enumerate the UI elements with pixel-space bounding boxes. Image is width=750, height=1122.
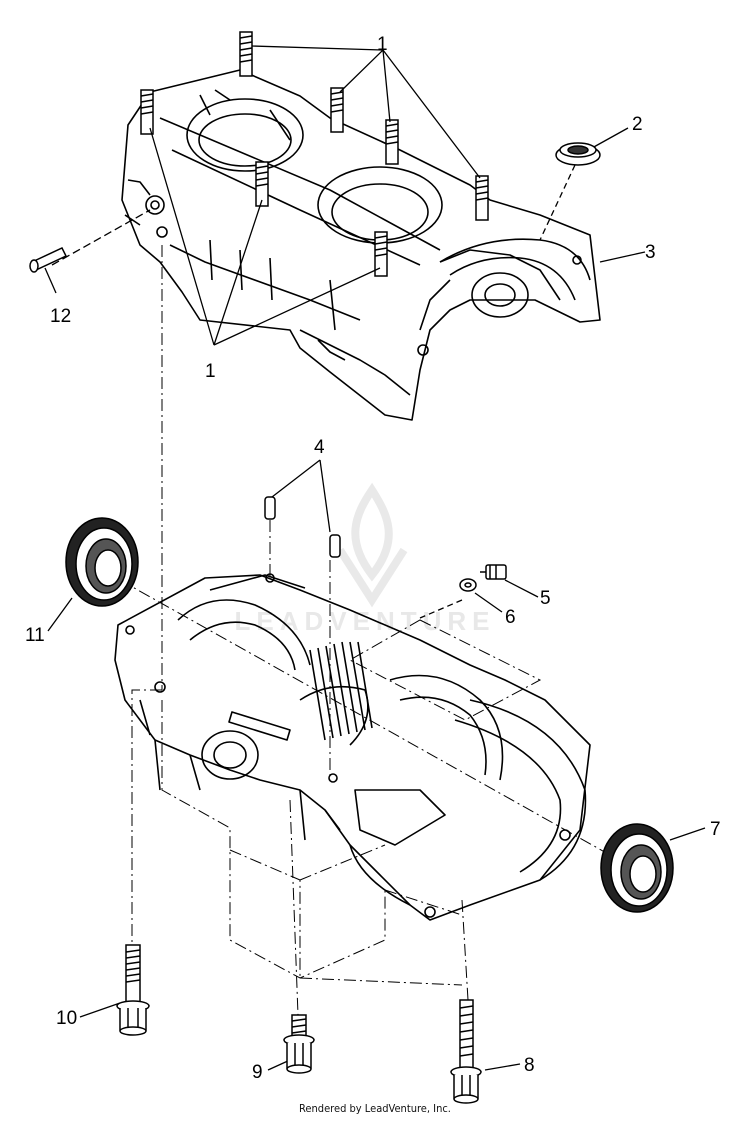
bolts	[116, 944, 482, 1104]
upper-crankcase	[121, 69, 601, 421]
callout-6: 6	[505, 607, 516, 628]
crank-seal-right	[600, 823, 674, 913]
callout-1-bottom: 1	[205, 361, 216, 382]
callout-7: 7	[710, 819, 721, 840]
callout-labels: 1 1 2 3 4 5 6 7 8 9 10 11 12	[25, 34, 721, 1083]
alignment-lines	[119, 245, 611, 1016]
grommet	[555, 142, 601, 166]
callout-1-top: 1	[377, 34, 388, 55]
callout-9: 9	[252, 1062, 263, 1083]
credit-footer: Rendered by LeadVenture, Inc.	[299, 1102, 451, 1115]
callout-8: 8	[524, 1055, 535, 1076]
callout-10: 10	[56, 1008, 77, 1029]
drain-plug	[459, 564, 507, 592]
crank-seal-left	[65, 517, 139, 607]
callout-4: 4	[314, 437, 325, 458]
lower-crankcase	[114, 573, 591, 921]
watermark: LEADVENTURE	[234, 482, 495, 636]
dowel-pins	[264, 496, 341, 558]
callout-2: 2	[632, 114, 643, 135]
callout-3: 3	[645, 242, 656, 263]
callout-5: 5	[540, 588, 551, 609]
locating-pin	[29, 247, 68, 273]
watermark-text: LEADVENTURE	[234, 606, 495, 636]
watermark-flame-icon	[336, 482, 408, 608]
callout-12: 12	[50, 306, 71, 327]
cylinder-studs	[140, 31, 489, 277]
callout-11: 11	[25, 625, 45, 646]
leader-lines	[44, 45, 706, 1071]
